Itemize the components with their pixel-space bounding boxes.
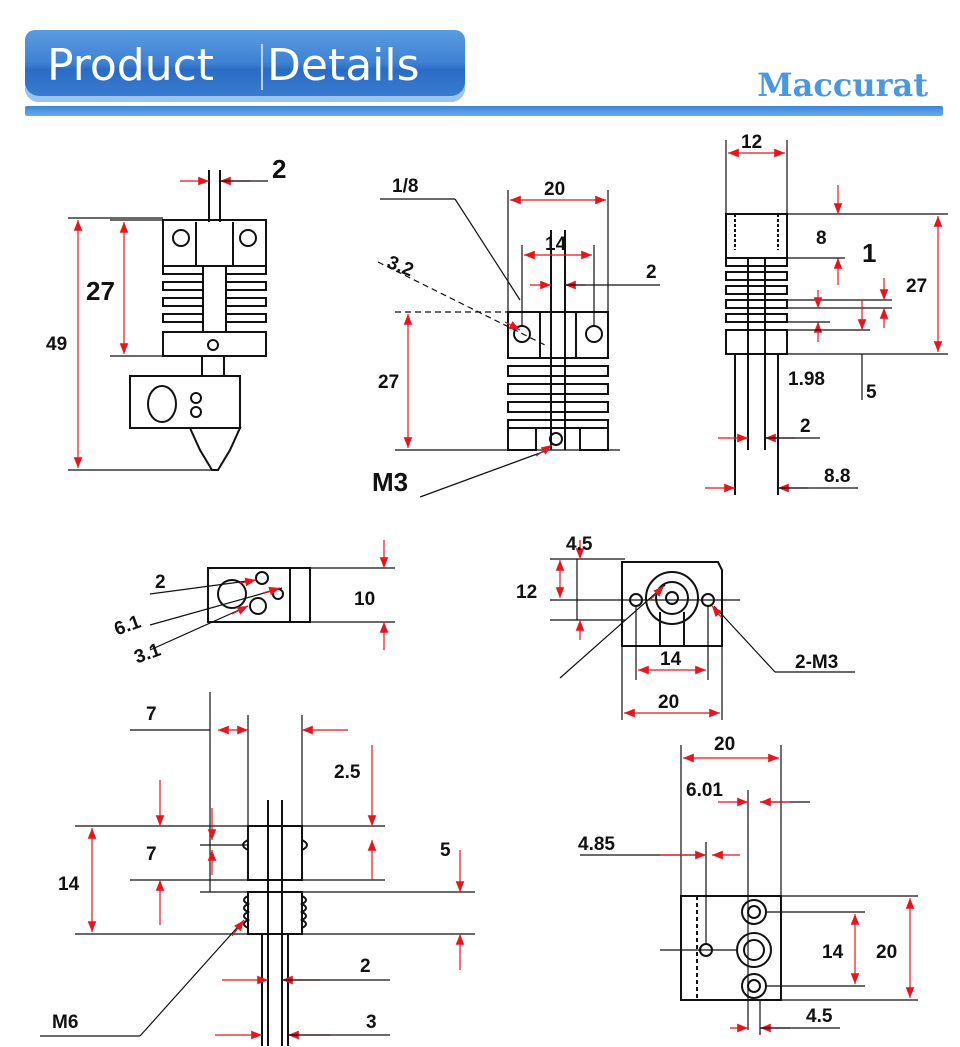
dim-gap: 2	[646, 262, 657, 283]
brand-logo: Maccurat	[757, 66, 928, 104]
dim-block-height: 10	[354, 589, 375, 610]
throat-dims	[40, 692, 475, 1040]
dim-inner-width: 14	[545, 234, 567, 255]
dim-slope: 1/8	[392, 176, 418, 197]
banner-title-details: Details	[267, 40, 420, 91]
dim-screw-m3: M3	[372, 467, 408, 497]
dim-hole-c: 3.1	[132, 639, 164, 668]
dim-side-hole: 4.85	[578, 834, 615, 855]
side-view	[507, 230, 609, 451]
dim-mount-width: 20	[658, 692, 679, 713]
front-dims	[68, 176, 268, 471]
small-block-view	[207, 567, 311, 623]
dim-throat-groove: 2.5	[334, 762, 361, 783]
small-block-dims	[149, 540, 395, 651]
dim-tube-front: 2	[272, 154, 286, 184]
dim-hole-b: 6.1	[112, 611, 144, 640]
heater-view	[680, 895, 782, 1001]
dim-mount-screws: 2-M3	[795, 652, 838, 673]
dim-outer-width: 20	[544, 179, 565, 200]
dim-bottom-offset: 4.5	[806, 1006, 833, 1027]
product-details-banner: Product Details	[25, 30, 465, 102]
dim-thread-m6: M6	[52, 1012, 78, 1033]
dim-mount-spacing: 14	[660, 649, 682, 670]
dim-hole-pitch: 14	[822, 942, 844, 963]
dim-right-width: 12	[741, 132, 762, 153]
dim-throat-bore: 2	[360, 956, 371, 977]
dim-hole-32: 3.2	[384, 252, 416, 281]
mount-dims	[550, 540, 855, 720]
dim-heatsink-height: 27	[86, 276, 115, 306]
dim-side-height: 27	[378, 372, 399, 393]
dim-heater-width: 20	[714, 734, 735, 755]
dim-right-top: 8	[816, 228, 827, 249]
dim-throat-tube: 3	[366, 1012, 377, 1033]
header-rule	[25, 106, 943, 116]
banner-divider	[261, 44, 263, 90]
heater-dims	[580, 745, 918, 1035]
dim-right-base: 5	[866, 382, 877, 403]
dim-right-tube-out: 8.8	[824, 466, 850, 487]
throat-view	[242, 800, 308, 1046]
dim-throat-total: 14	[58, 874, 80, 895]
dim-heater-height: 20	[876, 942, 897, 963]
front-view	[129, 170, 267, 471]
dim-mount-offset: 4.5	[566, 534, 593, 555]
side-dims	[377, 190, 660, 498]
dim-thread-height: 5	[440, 840, 451, 861]
right-dims	[705, 140, 948, 493]
dim-throat-groove-h: 7	[146, 844, 157, 865]
mount-view	[621, 561, 723, 647]
dim-fin-thickness: 1	[862, 238, 876, 268]
dim-right-height: 27	[906, 276, 927, 297]
dim-right-tube: 2	[800, 416, 811, 437]
dim-mount-height: 12	[516, 582, 537, 603]
dim-nozzle-offset: 6.01	[686, 780, 723, 801]
dim-fin-pitch: 1.98	[788, 369, 825, 390]
heatsink-fins	[162, 265, 267, 332]
dim-throat-top: 7	[146, 704, 157, 725]
right-view	[725, 213, 788, 495]
banner-title-product: Product	[47, 40, 215, 91]
dim-hole-a: 2	[155, 572, 166, 593]
dim-total-height: 49	[46, 334, 67, 355]
